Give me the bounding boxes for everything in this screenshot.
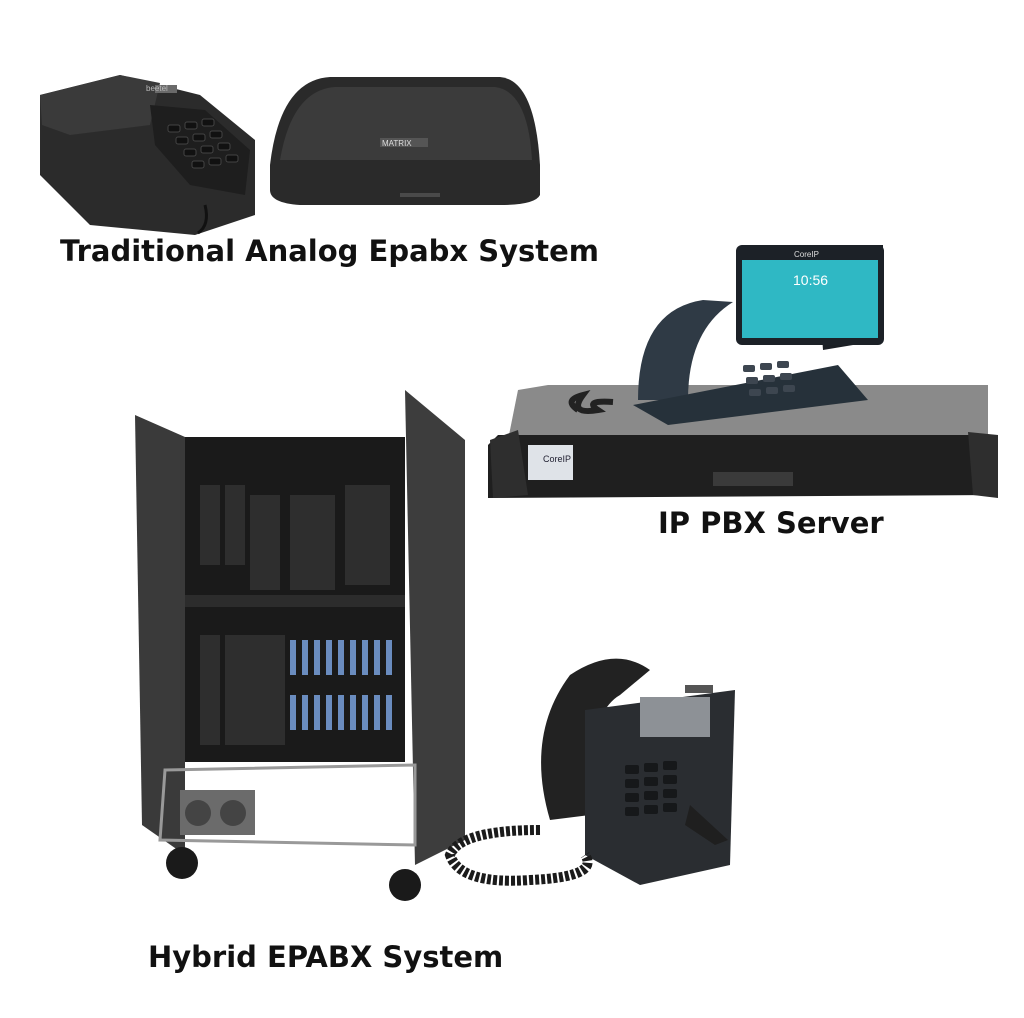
hybrid-epabx-caption: Hybrid EPABX System [148,940,504,974]
analog-phone: beetel [40,75,255,235]
ip-pbx-illustration: CoreIP 10:56 CoreIP [488,245,998,498]
touch-ip-phone: 10:56 CoreIP [568,245,884,425]
hybrid-desk-phone [444,658,735,886]
rack-server: CoreIP [488,385,998,498]
phone-screen-time: 10:56 [793,272,828,288]
hybrid-cabinet [135,390,465,901]
analog-epabx-illustration: beetel MATRIX [40,75,540,235]
analog-epabx-caption: Traditional Analog Epabx System [60,234,600,268]
ip-pbx-caption: IP PBX Server [658,506,884,540]
analog-box-brand: MATRIX [382,139,412,148]
hybrid-epabx-illustration [135,390,735,901]
touch-phone-brand: CoreIP [794,250,819,259]
analog-phone-brand: beetel [146,84,168,93]
analog-epabx-box: MATRIX [270,77,540,205]
server-brand: CoreIP [543,454,571,464]
